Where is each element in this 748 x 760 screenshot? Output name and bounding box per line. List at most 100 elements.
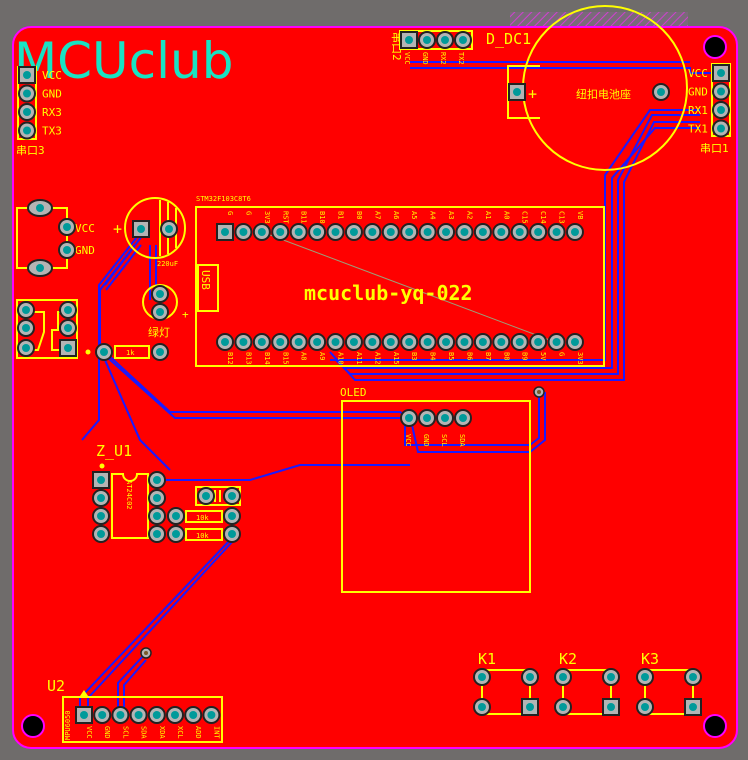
pad[interactable]	[167, 507, 185, 525]
oled-pad[interactable]	[400, 409, 418, 427]
mcu-bottom-pad[interactable]	[308, 333, 327, 351]
mcu-bottom-pad[interactable]	[529, 333, 548, 351]
eeprom-pad[interactable]	[92, 507, 110, 525]
mcu-top-pad[interactable]	[565, 223, 584, 241]
uart2-pad[interactable]	[400, 31, 418, 49]
pad[interactable]	[167, 525, 185, 543]
mcu-bottom-pad[interactable]	[363, 333, 382, 351]
stm32-module[interactable]: STM32F103C8T6 USB mcuclub-yq-022	[195, 195, 605, 367]
mcu-top-pad[interactable]	[547, 223, 566, 241]
key-switch-1[interactable]: K1	[473, 650, 539, 716]
mcu-top-pad[interactable]	[344, 223, 363, 241]
oled-module[interactable]: OLED	[340, 386, 531, 593]
imu-pad[interactable]	[184, 706, 203, 724]
pad[interactable]	[58, 218, 76, 236]
uart1-pad[interactable]	[712, 64, 730, 82]
pad[interactable]	[223, 487, 241, 505]
mcu-top-pad[interactable]	[418, 223, 437, 241]
uart1-pad[interactable]	[712, 119, 730, 138]
resistor-pad[interactable]	[151, 343, 169, 361]
eeprom-pad[interactable]	[148, 471, 166, 489]
mcu-top-pad[interactable]	[529, 223, 548, 241]
imu-pad[interactable]	[147, 706, 166, 724]
led-pad[interactable]	[151, 285, 169, 303]
eeprom-pad[interactable]	[92, 489, 110, 507]
mcu-bottom-pad[interactable]	[252, 333, 271, 351]
uart3-pad[interactable]	[18, 121, 36, 140]
key-pad[interactable]	[473, 698, 491, 716]
imu-pad[interactable]	[166, 706, 184, 724]
key-pad[interactable]	[684, 698, 702, 716]
imu-pad[interactable]	[129, 706, 148, 724]
mcu-top-pad[interactable]	[363, 223, 382, 241]
mcu-top-pad[interactable]	[289, 223, 308, 241]
switch-pad[interactable]	[17, 339, 35, 357]
mcu-bottom-pad[interactable]	[271, 333, 290, 351]
oled-pad[interactable]	[454, 409, 472, 427]
battery-pad[interactable]	[652, 83, 670, 101]
imu-mpu6050[interactable]: U2 MPU6050	[47, 677, 223, 743]
mcu-bottom-pad[interactable]	[216, 333, 234, 351]
key-pad[interactable]	[684, 668, 702, 686]
key-pad[interactable]	[602, 698, 620, 716]
uart2-pad[interactable]	[418, 31, 436, 49]
mcu-bottom-pad[interactable]	[418, 333, 437, 351]
mcu-bottom-pad[interactable]	[492, 333, 511, 351]
pad[interactable]	[223, 525, 241, 543]
key-pad[interactable]	[473, 668, 491, 686]
mcu-top-pad[interactable]	[234, 223, 253, 241]
uart2-pad[interactable]	[454, 31, 472, 49]
mcu-top-pad[interactable]	[455, 223, 474, 241]
oled-pad[interactable]	[418, 409, 436, 427]
mcu-top-pad[interactable]	[473, 223, 492, 241]
mcu-top-pad[interactable]	[326, 223, 345, 241]
key-pad[interactable]	[554, 668, 572, 686]
mcu-top-pad[interactable]	[400, 223, 419, 241]
switch-pad[interactable]	[59, 319, 77, 337]
mcu-bottom-pad[interactable]	[400, 333, 419, 351]
imu-pad[interactable]	[111, 706, 130, 724]
uart3-pad[interactable]	[18, 84, 36, 103]
key-pad[interactable]	[636, 698, 654, 716]
uart1-pad[interactable]	[712, 101, 730, 119]
key-pad[interactable]	[636, 668, 654, 686]
switch-pad[interactable]	[17, 319, 35, 337]
capacitor-pad[interactable]	[132, 220, 150, 238]
resistor-pad[interactable]	[95, 343, 113, 361]
mcu-bottom-pad[interactable]	[344, 333, 363, 351]
eeprom-at24c02[interactable]: Z_U1 AT24C02 10k 10k	[96, 442, 241, 541]
mcu-bottom-pad[interactable]	[234, 333, 253, 351]
switch-pad[interactable]	[59, 301, 77, 319]
mcu-top-pad[interactable]	[492, 223, 511, 241]
mcu-top-pad[interactable]	[271, 223, 290, 241]
pad[interactable]	[223, 507, 241, 525]
mcu-bottom-pad[interactable]	[510, 333, 529, 351]
key-switch-2[interactable]: K2	[554, 650, 620, 716]
battery-pad[interactable]	[508, 83, 526, 101]
imu-pad[interactable]	[75, 706, 93, 724]
eeprom-pad[interactable]	[148, 507, 166, 525]
imu-pad[interactable]	[93, 706, 112, 724]
eeprom-pad[interactable]	[92, 525, 110, 543]
mcu-bottom-pad[interactable]	[289, 333, 308, 351]
key-pad[interactable]	[554, 698, 572, 716]
via[interactable]	[533, 386, 545, 398]
eeprom-pad[interactable]	[148, 525, 166, 543]
pad[interactable]	[197, 487, 215, 505]
key-pad[interactable]	[602, 668, 620, 686]
eeprom-pad[interactable]	[148, 489, 166, 507]
mcu-bottom-pad[interactable]	[381, 333, 400, 351]
uart3-pad[interactable]	[18, 66, 36, 84]
oled-pad[interactable]	[436, 409, 454, 427]
pad[interactable]	[58, 241, 76, 259]
uart3-pad[interactable]	[18, 103, 36, 121]
mcu-top-pad[interactable]	[252, 223, 271, 241]
capacitor-pad[interactable]	[160, 220, 178, 238]
mcu-top-pad[interactable]	[437, 223, 456, 241]
mcu-top-pad[interactable]	[381, 223, 400, 241]
imu-pad[interactable]	[202, 706, 221, 724]
mcu-bottom-pad[interactable]	[437, 333, 456, 351]
key-pad[interactable]	[521, 698, 539, 716]
uart2-pad[interactable]	[436, 31, 454, 49]
eeprom-pad[interactable]	[92, 471, 110, 489]
